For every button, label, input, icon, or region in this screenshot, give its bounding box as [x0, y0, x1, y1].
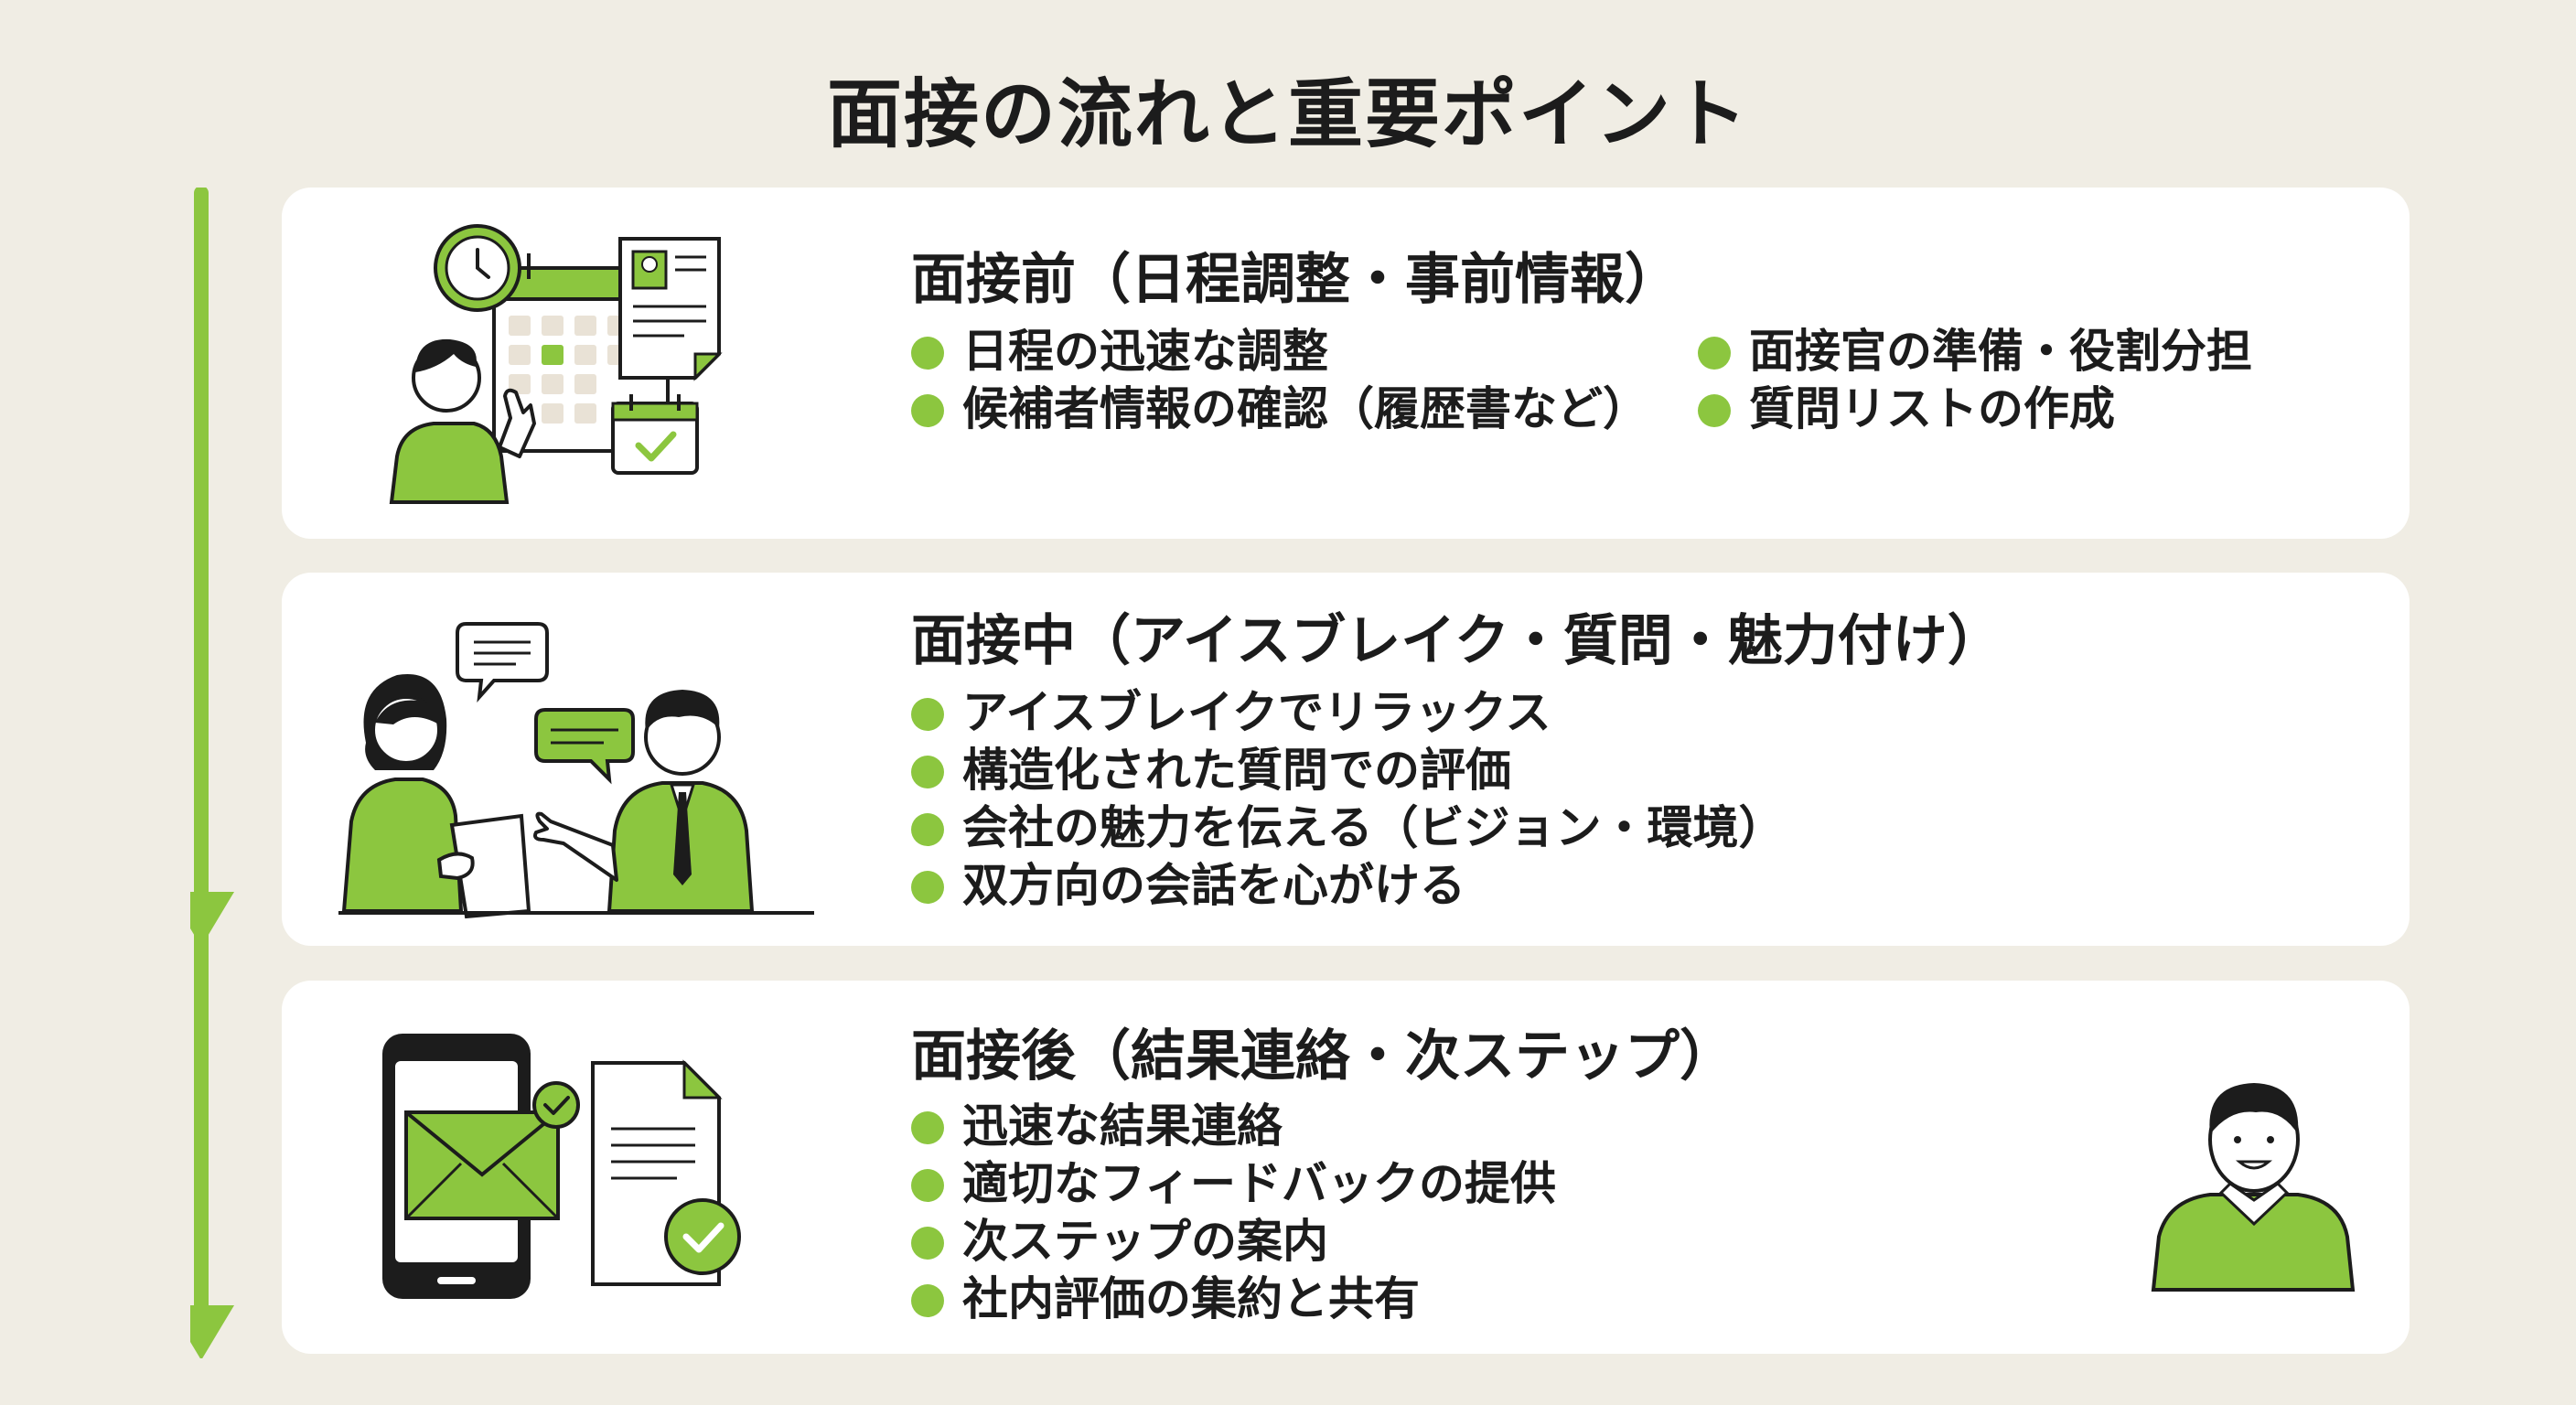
bullet-list-secondary: 面接官の準備・役割分担 質問リストの作成 [1698, 323, 2252, 438]
bullet-list: アイスブレイクでリラックス 構造化された質問での評価 会社の魅力を伝える（ビジョ… [911, 684, 1785, 915]
bullet-icon [911, 1284, 944, 1317]
interviewer-man [533, 690, 755, 913]
bullet-icon [911, 698, 944, 731]
bullet-icon [911, 871, 944, 904]
pre-interview-illustration [389, 224, 723, 504]
stage-heading: 面接後（結果連絡・次ステップ） [911, 1024, 1734, 1089]
list-item: 迅速な結果連絡 [911, 1098, 1556, 1155]
smiling-man [2151, 1083, 2356, 1292]
list-item: 双方向の会話を心がける [911, 857, 1785, 915]
document-check-icon [591, 1059, 741, 1286]
speech-bubble-icon [534, 708, 635, 785]
bullet-icon [911, 1169, 944, 1202]
bullet-list: 日程の迅速な調整 候補者情報の確認（履歴書など） [911, 323, 1648, 438]
envelope-icon [404, 1081, 580, 1220]
resume-icon [618, 237, 723, 381]
interviewee-woman [341, 674, 531, 919]
bullet-icon [1698, 394, 1731, 427]
list-item: 社内評価の集約と共有 [911, 1271, 1556, 1328]
bullet-list: 迅速な結果連絡 適切なフィードバックの提供 次ステップの案内 社内評価の集約と共… [911, 1098, 1556, 1328]
list-item: 構造化された質問での評価 [911, 742, 1785, 799]
list-item: 質問リストの作成 [1698, 381, 2252, 438]
bullet-icon [1698, 337, 1731, 370]
stage-heading: 面接前（日程調整・事前情報） [911, 248, 1680, 312]
interview-illustration [338, 622, 814, 919]
speech-bubble-icon [456, 622, 549, 703]
stage-card-before: 面接前（日程調整・事前情報） 日程の迅速な調整 候補者情報の確認（履歴書など） … [282, 188, 2410, 539]
bullet-icon [911, 394, 944, 427]
list-item: 会社の魅力を伝える（ビジョン・環境） [911, 799, 1785, 857]
bullet-icon [911, 337, 944, 370]
bullet-icon [911, 1111, 944, 1144]
stage-card-after: 面接後（結果連絡・次ステップ） 迅速な結果連絡 適切なフィードバックの提供 次ス… [282, 981, 2410, 1354]
list-item: 次ステップの案内 [911, 1213, 1556, 1271]
flow-arrow [190, 188, 234, 1358]
bullet-icon [911, 756, 944, 788]
person-pointing [389, 338, 536, 504]
bullet-icon [911, 813, 944, 846]
arrow-head-icon [190, 892, 234, 947]
checkmark-calendar-icon [611, 394, 699, 475]
list-item: アイスブレイクでリラックス [911, 684, 1785, 742]
list-item: 候補者情報の確認（履歴書など） [911, 381, 1648, 438]
clock-icon [434, 224, 521, 312]
arrow-head-icon [190, 1305, 234, 1358]
stage-heading: 面接中（アイスブレイク・質問・魅力付け） [911, 609, 2002, 673]
list-item: 日程の迅速な調整 [911, 323, 1648, 381]
stage-card-during: 面接中（アイスブレイク・質問・魅力付け） アイスブレイクでリラックス 構造化され… [282, 573, 2410, 946]
post-interview-illustration [382, 1034, 741, 1299]
bullet-icon [911, 1227, 944, 1260]
list-item: 面接官の準備・役割分担 [1698, 323, 2252, 381]
list-item: 適切なフィードバックの提供 [911, 1155, 1556, 1213]
page-title: 面接の流れと重要ポイント [826, 71, 1749, 158]
